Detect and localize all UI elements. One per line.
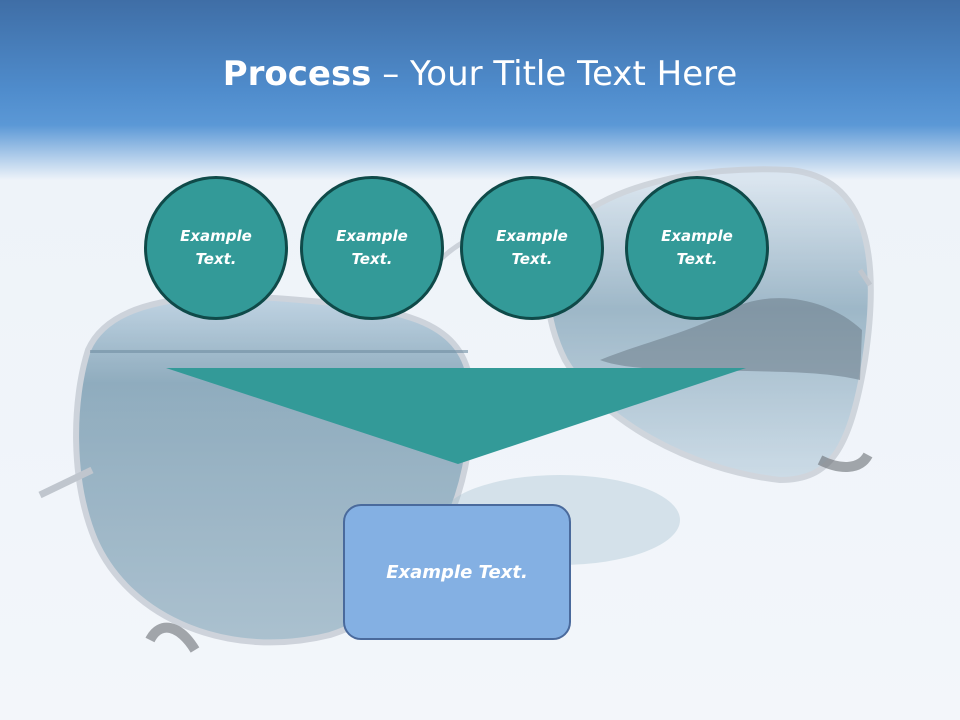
funnel-arrow[interactable] <box>166 368 746 464</box>
step-circle-1[interactable]: Example Text. <box>144 176 288 320</box>
result-box-label: Example Text. <box>386 561 528 583</box>
title-rest-part: – Your Title Text Here <box>371 54 738 94</box>
step-circle-3[interactable]: Example Text. <box>460 176 604 320</box>
step-circle-4[interactable]: Example Text. <box>625 176 769 320</box>
step-circle-2-label: Example Text. <box>336 227 408 268</box>
step-circle-3-label: Example Text. <box>496 227 568 268</box>
slide-title: Process – Your Title Text Here <box>0 52 960 96</box>
step-circle-1-label: Example Text. <box>180 227 252 268</box>
step-circle-4-label: Example Text. <box>661 227 733 268</box>
result-box[interactable]: Example Text. <box>343 504 571 640</box>
step-circle-2[interactable]: Example Text. <box>300 176 444 320</box>
title-bold-part: Process <box>222 54 372 94</box>
